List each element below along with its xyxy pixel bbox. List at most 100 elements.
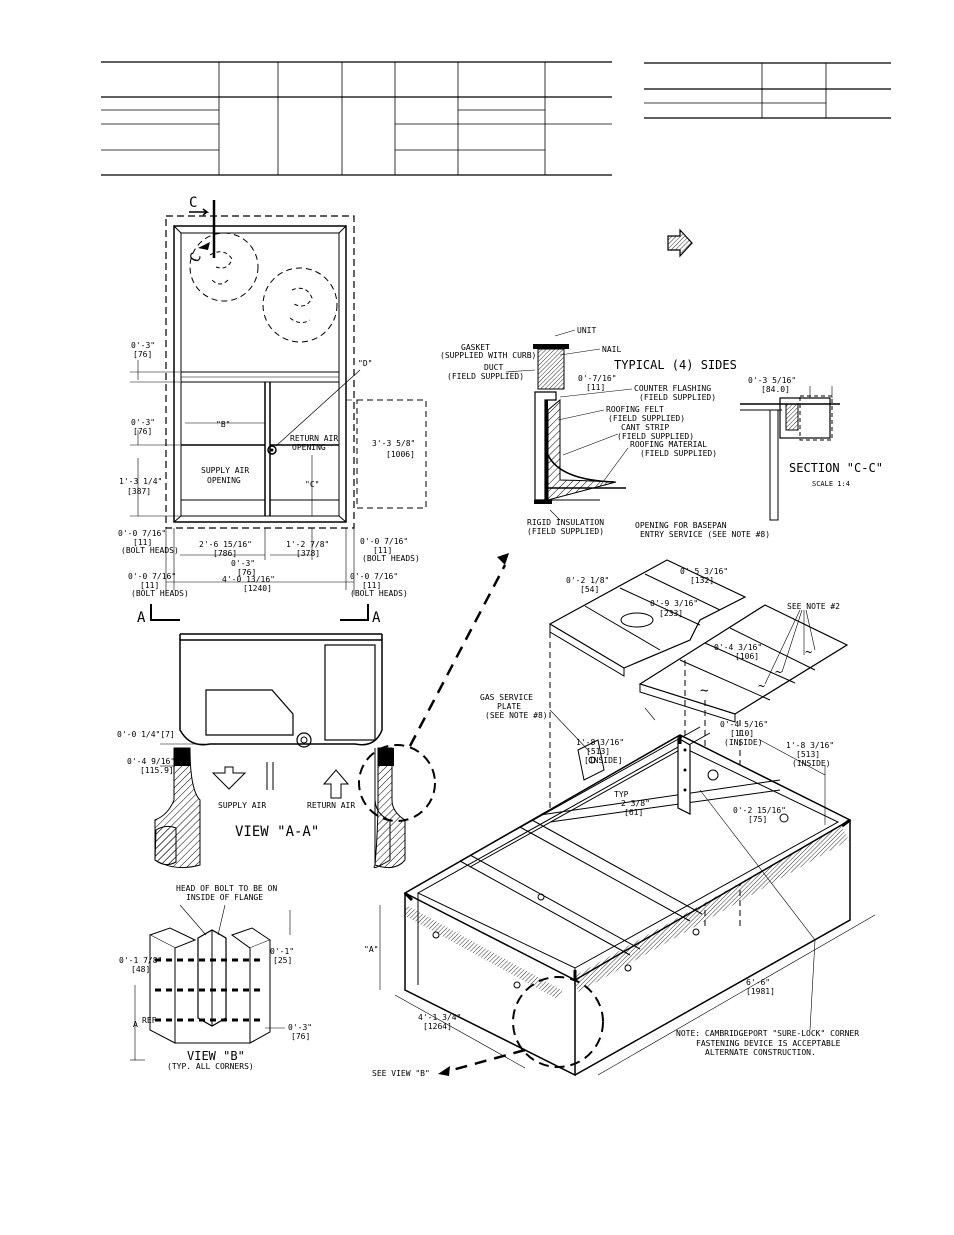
- supply-opening-label: OPENING: [207, 476, 241, 485]
- supply-air-text: SUPPLY AIR: [218, 801, 266, 810]
- dim-0-4-316: 0'-4 3/16": [714, 643, 762, 652]
- dim-2-38: 2 3/8": [621, 799, 650, 808]
- dim-0-3-a: 0'-3": [131, 341, 155, 350]
- supply-air-label: SUPPLY AIR: [201, 466, 249, 475]
- dim-2-6: 2'-6 15/16": [199, 540, 252, 549]
- dim-0-1: 0'-1": [270, 947, 294, 956]
- gasket-label: GASKET: [461, 343, 490, 352]
- section-cc-title: SECTION "C-C": [789, 461, 883, 475]
- dim-1-3-14: 1'-3 1/4": [119, 477, 162, 486]
- opening-basepan: OPENING FOR BASEPAN: [635, 521, 727, 530]
- dim-1-2: 1'-2 7/8": [286, 540, 329, 549]
- inside-left: [INSIDE]: [584, 756, 623, 765]
- roofing-material-sub: (FIELD SUPPLIED): [640, 449, 717, 458]
- rigid-insulation-sub: (FIELD SUPPLIED): [527, 527, 604, 536]
- typ-label: TYP: [614, 790, 629, 799]
- section-c-label: C: [189, 195, 197, 211]
- ref-label: REF: [142, 1016, 157, 1025]
- note-line-3: ALTERNATE CONSTRUCTION.: [705, 1048, 816, 1057]
- dim-0-4-316-mm: [106]: [735, 652, 759, 661]
- a-dim-label: "A": [364, 945, 378, 954]
- gas-plate-label: PLATE: [497, 702, 521, 711]
- counter-flashing-sub: (FIELD SUPPLIED): [639, 393, 716, 402]
- label-d: "D": [358, 359, 372, 368]
- dim-0-1-mm: [25]: [273, 956, 292, 965]
- return-opening-label: OPENING: [292, 443, 326, 452]
- note-line-1: NOTE: CAMBRIDGEPORT "SURE-LOCK" CORNER: [676, 1029, 859, 1038]
- clip-icon-2: ~: [758, 679, 765, 693]
- section-a-right: A: [372, 610, 381, 626]
- dim-0-2-18-mm: [54]: [580, 585, 599, 594]
- dim-bolt-right2-mm: [11]: [362, 581, 381, 590]
- dim-1-8-right: 1'-8 3/16": [786, 741, 834, 750]
- roofing-felt: ROOFING FELT: [606, 405, 664, 414]
- section-cc-dim: 0'-3 5/16": [748, 376, 796, 385]
- view-b: HEAD OF BOLT TO BE ON INSIDE OF FLANGE 0…: [119, 884, 312, 1071]
- section-c-label-2: C: [187, 251, 205, 265]
- nail-label: NAIL: [602, 345, 621, 354]
- return-air-text: RETURN AIR: [307, 801, 355, 810]
- clip-icon: ~: [700, 683, 708, 699]
- dim-0-0-14: 0'-0 1/4"[7]: [117, 730, 175, 739]
- hatched-arrow-icon: [667, 228, 693, 258]
- dim-4-0-mm: [1240]: [243, 584, 272, 593]
- gas-note-label: (SEE NOTE #8): [485, 711, 548, 720]
- opening-basepan-sub: ENTRY SERVICE (SEE NOTE #8): [640, 530, 770, 539]
- dim-2-38-mm: [61]: [624, 808, 643, 817]
- dim-6-6-mm: [1981]: [746, 987, 775, 996]
- counter-flashing: COUNTER FLASHING: [634, 384, 711, 393]
- dim-0-5-316: 0'-5 3/16": [680, 567, 728, 576]
- dim-0-3-c: 0'-3": [231, 559, 255, 568]
- detail-dim-mm: [11]: [586, 383, 605, 392]
- return-air-label: RETURN AIR: [290, 434, 338, 443]
- dim-0-3-b-mm: [76]: [133, 427, 152, 436]
- dim-0-5-316-mm: [132]: [690, 576, 714, 585]
- dim-0-1-78-mm: [48]: [131, 965, 150, 974]
- dim-0-3-b-mm: [76]: [291, 1032, 310, 1041]
- dim-0-4-516-mm: [110]: [730, 729, 754, 738]
- typical-label: TYPICAL (4) SIDES: [614, 358, 737, 372]
- dim-bolt-left2-mm: [11]: [140, 581, 159, 590]
- bolt-heads-right2: (BOLT HEADS): [350, 589, 408, 598]
- dim-bolt-left2: 0'-0 7/16": [128, 572, 176, 581]
- gas-service-label: GAS SERVICE: [480, 693, 533, 702]
- cant-strip: CANT STRIP: [621, 423, 669, 432]
- gasket-sub: (SUPPLIED WITH CURB): [440, 351, 536, 360]
- dim-1-8-right-mm: [513]: [796, 750, 820, 759]
- dim-3-3-58: 3'-3 5/8": [372, 439, 415, 448]
- dim-bolt-right-mm: [11]: [373, 546, 392, 555]
- note-line-2: FASTENING DEVICE IS ACCEPTABLE: [696, 1039, 841, 1048]
- dim-0-3-b: 0'-3": [131, 418, 155, 427]
- dim-0-3-c-mm: [76]: [237, 568, 256, 577]
- view-b-sub: (TYP. ALL CORNERS): [167, 1062, 254, 1071]
- dim-bolt-left: 0'-0 7/16": [118, 529, 166, 538]
- a-ref-label: A: [133, 1020, 138, 1029]
- dimension-table: [101, 61, 612, 176]
- dim-0-2-18: 0'-2 1/8": [566, 576, 609, 585]
- dim-0-4-516: 0'-4 5/16": [720, 720, 768, 729]
- dim-4-0: 4'-0 13/16": [222, 575, 275, 584]
- top-view: C C "D" "B" "C" RETURN AIR OPENING SUPPL…: [118, 195, 427, 626]
- section-a-left: A: [137, 610, 146, 626]
- bolt-heads-left: (BOLT HEADS): [121, 546, 179, 555]
- clip-icon-4: ~: [805, 645, 812, 659]
- label-b: "B": [216, 420, 230, 429]
- dim-2-6-mm: [786]: [213, 549, 237, 558]
- isometric-curb: ~ ~ ~ ~: [364, 521, 876, 1078]
- inside-mid: (INSIDE): [724, 738, 763, 747]
- dim-0-4-916: 0'-4 9/16": [127, 757, 175, 766]
- dim-0-9-316: 0'-9 3/16": [650, 599, 698, 608]
- bolt-heads-left2: (BOLT HEADS): [131, 589, 189, 598]
- inside-right: (INSIDE): [792, 759, 831, 768]
- section-cc: 0'-3 5/16" [84.0] SECTION "C-C" SCALE 1:…: [740, 376, 883, 521]
- label-c: "C": [305, 480, 319, 489]
- roofing-material: ROOFING MATERIAL: [630, 440, 707, 449]
- unit-label: UNIT: [577, 326, 596, 335]
- roofing-felt-sub: (FIELD SUPPLIED): [608, 414, 685, 423]
- dim-4-1-34: 4'-1 3/4": [418, 1013, 461, 1022]
- dim-bolt-right: 0'-0 7/16": [360, 537, 408, 546]
- dim-0-4-916-mm: [115.9]: [140, 766, 174, 775]
- weight-table: [644, 62, 891, 119]
- dim-6-6: 6'-6": [746, 978, 770, 987]
- cant-strip-sub: (FIELD SUPPLIED): [617, 432, 694, 441]
